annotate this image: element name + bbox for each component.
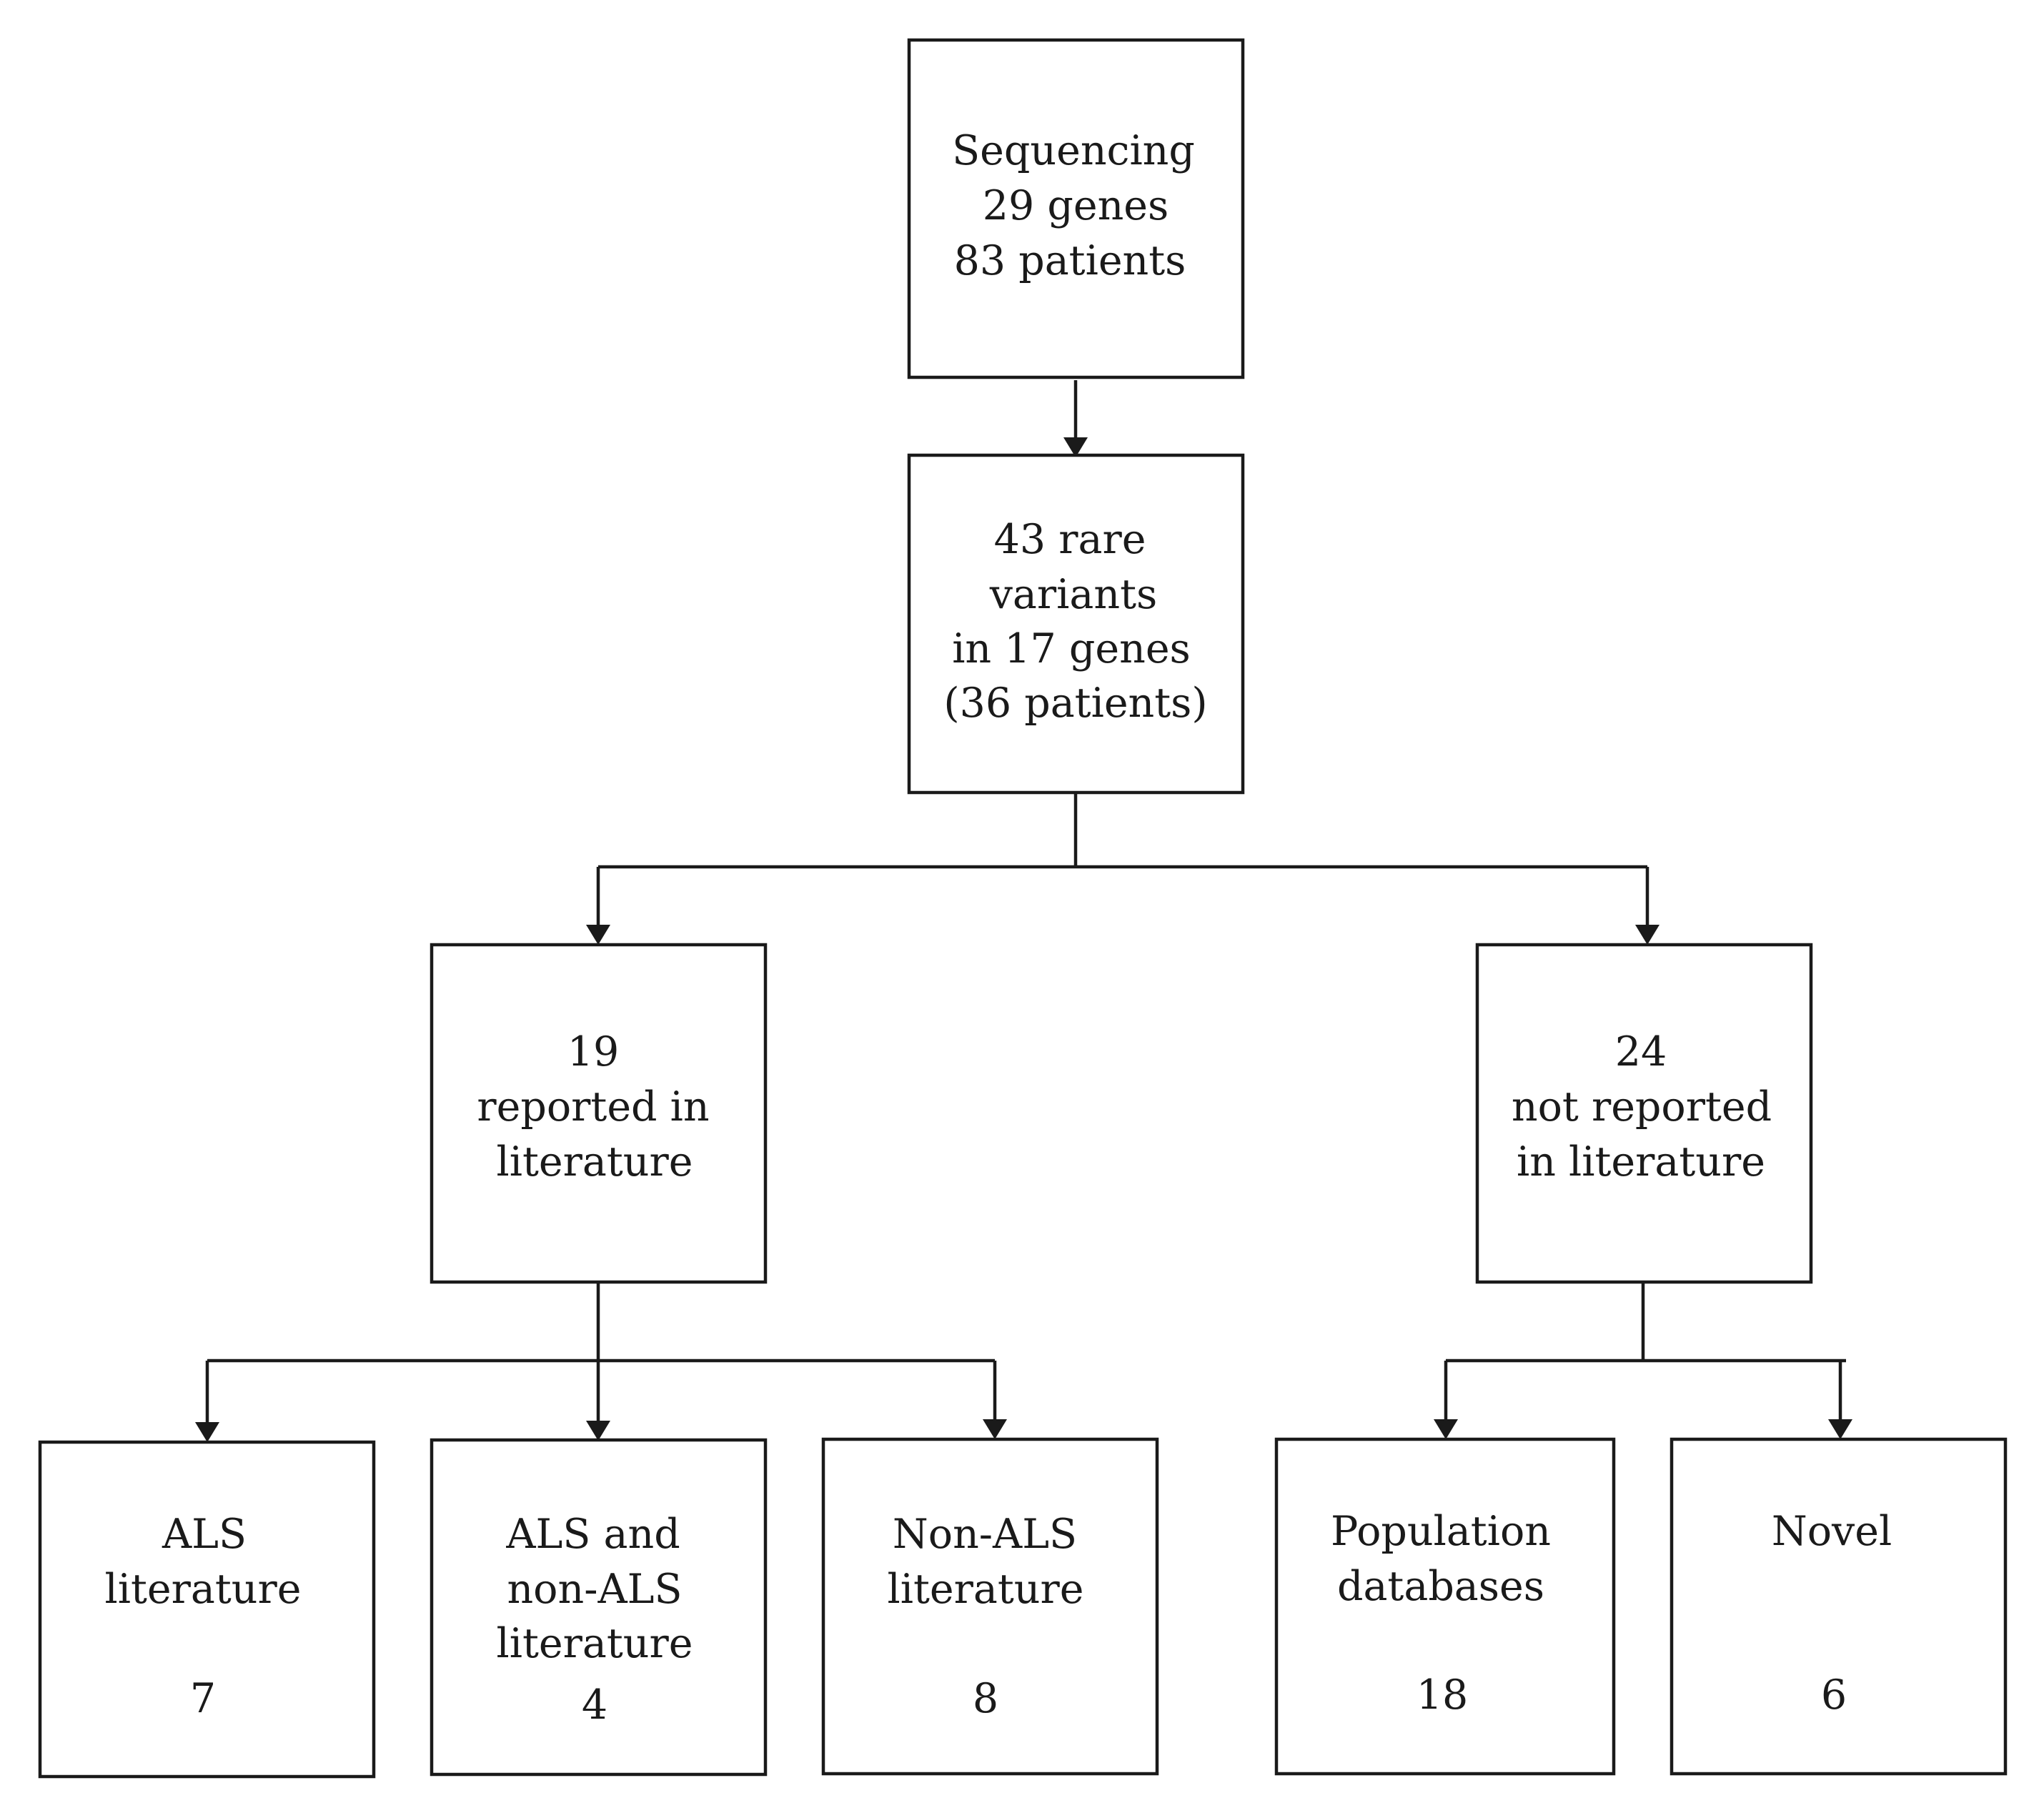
box-reported: [430, 943, 768, 1284]
notrep-line-1: 24: [1615, 1028, 1667, 1076]
alsnon-line-1: ALS and: [505, 1511, 680, 1558]
popdb-count: 18: [1417, 1672, 1469, 1719]
arrowhead-nonals: [983, 1419, 1007, 1439]
box-novel: [1670, 1437, 2008, 1776]
nonals-line-1: Non-ALS: [893, 1511, 1077, 1558]
alsnon-line-2: non-ALS: [507, 1566, 682, 1613]
novel-count: 6: [1821, 1672, 1847, 1719]
popdb-line-2: databases: [1337, 1563, 1544, 1610]
rare-line-4: (36 patients): [943, 680, 1207, 727]
box-rare-variants: [907, 453, 1245, 795]
arrowhead-reported: [586, 925, 610, 945]
rare-line-3: in 17 genes: [952, 625, 1191, 672]
arrowhead-popdb: [1434, 1419, 1458, 1439]
reported-line-3: literature: [497, 1138, 693, 1186]
als-count: 7: [190, 1675, 216, 1722]
connectors: [195, 380, 1852, 1442]
seq-line-2: 29 genes: [983, 182, 1169, 229]
seq-line-3: 83 patients: [954, 237, 1186, 284]
notrep-line-2: not reported: [1512, 1083, 1772, 1131]
alsnon-count: 4: [582, 1682, 607, 1729]
popdb-line-1: Population: [1331, 1508, 1551, 1555]
als-line-2: literature: [105, 1566, 302, 1613]
arrowhead-novel: [1828, 1419, 1852, 1439]
reported-line-2: reported in: [477, 1083, 709, 1131]
als-line-1: ALS: [162, 1511, 247, 1558]
notrep-line-3: in literature: [1517, 1138, 1765, 1186]
box-non-als-literature: [821, 1437, 1159, 1776]
novel-line-1: Novel: [1772, 1508, 1892, 1555]
rare-line-2: variants: [989, 571, 1158, 618]
reported-line-1: 19: [567, 1028, 620, 1076]
arrowhead-rare: [1063, 437, 1088, 457]
alsnon-line-3: literature: [497, 1620, 693, 1667]
box-population-databases: [1274, 1437, 1616, 1776]
nonals-count: 8: [973, 1675, 998, 1722]
box-not-reported: [1475, 943, 1813, 1284]
arrowhead-notrep: [1635, 925, 1659, 945]
seq-line-1: Sequencing: [952, 127, 1195, 174]
arrowhead-alsnon: [586, 1421, 610, 1441]
box-als-literature: [38, 1440, 376, 1779]
box-sequencing: [907, 38, 1245, 379]
nonals-line-2: literature: [888, 1566, 1084, 1613]
rare-line-1: 43 rare: [994, 516, 1146, 563]
box-als-and-non-als: [430, 1438, 768, 1777]
arrowhead-als: [195, 1422, 219, 1442]
